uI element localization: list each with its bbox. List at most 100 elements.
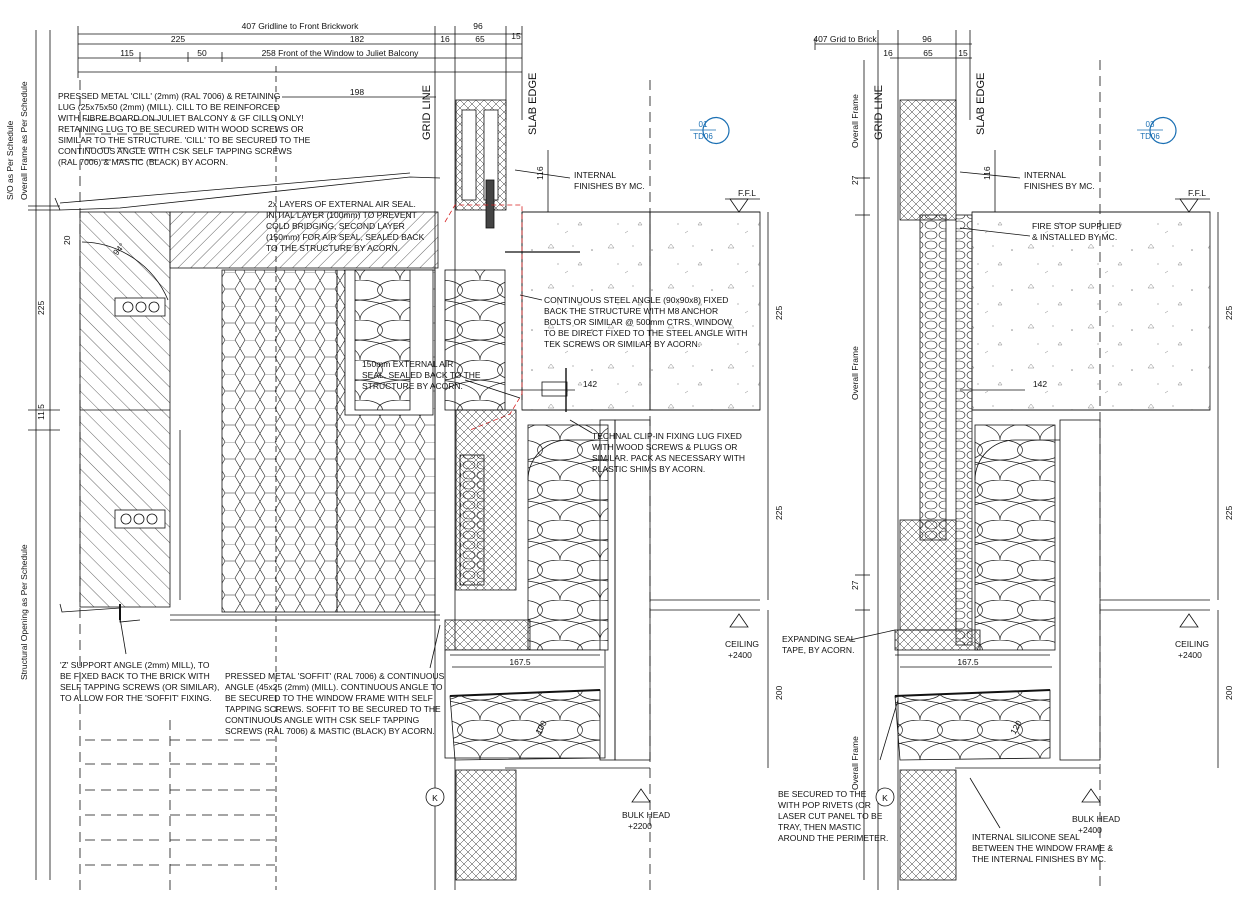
- svg-text:(RAL 7006) & MASTIC (BLACK) BY: (RAL 7006) & MASTIC (BLACK) BY ACORN.: [58, 157, 228, 167]
- svg-text:INTERNAL: INTERNAL: [1024, 170, 1066, 180]
- dim-v20: 20: [62, 235, 72, 245]
- so-schedule-label: S/O as Per Schedule: [5, 120, 15, 200]
- note-pop-rivets: BE SECURED TO THE WITH POP RIVETS (OR LA…: [778, 789, 888, 843]
- svg-text:EXPANDING SEAL: EXPANDING SEAL: [782, 634, 856, 644]
- left-ceiling: CEILING: [725, 639, 759, 649]
- right-overall-frame-c: Overall Frame: [850, 736, 860, 790]
- dim-225: 225: [171, 34, 185, 44]
- svg-text:LASER CUT PANEL TO BE: LASER CUT PANEL TO BE: [778, 811, 883, 821]
- dim-r96: 96: [922, 34, 932, 44]
- note-cill: PRESSED METAL 'CILL' (2mm) (RAL 7006) & …: [58, 91, 311, 167]
- svg-text:WITH FIBRE BOARD ON JULIET BAL: WITH FIBRE BOARD ON JULIET BALCONY & GF …: [58, 113, 304, 123]
- svg-text:FINISHES BY MC.: FINISHES BY MC.: [1024, 181, 1095, 191]
- right-ceiling-level: +2400: [1178, 650, 1202, 660]
- dim-50: 50: [197, 48, 207, 58]
- svg-text:PLASTIC SHIMS BY ACORN.: PLASTIC SHIMS BY ACORN.: [592, 464, 705, 474]
- right-bulkhead: BULK HEAD: [1072, 814, 1120, 824]
- svg-text:2x LAYERS OF EXTERNAL AIR SEAL: 2x LAYERS OF EXTERNAL AIR SEAL.: [268, 199, 416, 209]
- svg-text:& INSTALLED BY MC.: & INSTALLED BY MC.: [1032, 232, 1117, 242]
- left-grid-line-label: GRID LINE: [421, 85, 433, 140]
- dim-v200: 200: [774, 686, 784, 700]
- svg-text:TEK SCREWS OR SIMILAR BY ACORN: TEK SCREWS OR SIMILAR BY ACORN.: [544, 339, 700, 349]
- dim-r27a: 27: [850, 175, 860, 185]
- overall-frame-label: Overall Frame as Per Schedule: [19, 81, 29, 200]
- right-bulkhead-level: +2400: [1078, 825, 1102, 835]
- svg-text:SEAL, SEALED BACK TO THE: SEAL, SEALED BACK TO THE: [362, 370, 481, 380]
- right-tag-bottom: TD06: [1140, 132, 1160, 141]
- note-r-internal-finishes: INTERNAL FINISHES BY MC.: [1024, 170, 1095, 191]
- note-fire-stop: FIRE STOP SUPPLIED & INSTALLED BY MC.: [1032, 221, 1121, 242]
- right-detail: [814, 30, 1219, 890]
- dim-r15: 15: [958, 48, 968, 58]
- svg-text:PRESSED METAL 'CILL' (2mm) (RA: PRESSED METAL 'CILL' (2mm) (RAL 7006) & …: [58, 91, 280, 101]
- right-notes: INTERNAL FINISHES BY MC. FIRE STOP SUPPL…: [778, 170, 1121, 864]
- dim-r167: 167.5: [957, 657, 979, 667]
- dim-r142: 142: [1033, 379, 1047, 389]
- svg-text:CONTINUOUS ANGLE WITH CSK SELF: CONTINUOUS ANGLE WITH CSK SELF TAPPING: [225, 715, 419, 725]
- svg-text:CONTINUOUS ANGLE WITH CSK SELF: CONTINUOUS ANGLE WITH CSK SELF TAPPING S…: [58, 146, 292, 156]
- dim-r225b: 225: [1224, 506, 1234, 520]
- left-dimension-text: 407 Gridline to Front Brickwork 96 225 1…: [36, 21, 784, 736]
- svg-text:TO BE DIRECT FIXED TO THE STEE: TO BE DIRECT FIXED TO THE STEEL ANGLE WI…: [544, 328, 747, 338]
- right-overall-frame-b: Overall Frame: [850, 346, 860, 400]
- note-silicone: INTERNAL SILICONE SEAL BETWEEN THE WINDO…: [972, 832, 1113, 864]
- dim-v225c: 225: [36, 301, 46, 315]
- svg-text:150mm EXTERNAL AIR: 150mm EXTERNAL AIR: [362, 359, 453, 369]
- svg-text:PRESSED METAL 'SOFFIT' (RAL 70: PRESSED METAL 'SOFFIT' (RAL 7006) & CONT…: [225, 671, 445, 681]
- note-expanding: EXPANDING SEAL TAPE, BY ACORN.: [782, 634, 856, 655]
- dim-116: 116: [535, 166, 545, 180]
- note-z-support: 'Z' SUPPORT ANGLE (2mm) MILL), TO BE FIX…: [60, 660, 219, 703]
- note-soffit: PRESSED METAL 'SOFFIT' (RAL 7006) & CONT…: [225, 671, 445, 736]
- right-ffl: F.F.L: [1188, 188, 1206, 198]
- svg-text:INITIAL LAYER (100mm) TO PREVE: INITIAL LAYER (100mm) TO PREVENT: [266, 210, 417, 220]
- left-ceiling-level: +2400: [728, 650, 752, 660]
- left-tag-bottom: TD06: [693, 132, 713, 141]
- dim-182: 182: [350, 34, 364, 44]
- svg-text:WITH POP RIVETS (OR: WITH POP RIVETS (OR: [778, 800, 871, 810]
- svg-text:TO ALLOW FOR THE 'SOFFIT' FIXI: TO ALLOW FOR THE 'SOFFIT' FIXING.: [60, 693, 212, 703]
- svg-text:BACK THE STRUCTURE WITH M8 ANC: BACK THE STRUCTURE WITH M8 ANCHOR: [544, 306, 718, 316]
- svg-text:INTERNAL SILICONE SEAL: INTERNAL SILICONE SEAL: [972, 832, 1080, 842]
- dim-v225a: 225: [774, 306, 784, 320]
- dim-115: 115: [120, 48, 134, 58]
- dim-v225b: 225: [774, 506, 784, 520]
- note-ext-air-seal: 150mm EXTERNAL AIR SEAL, SEALED BACK TO …: [362, 359, 481, 391]
- svg-text:BETWEEN THE WINDOW FRAME &: BETWEEN THE WINDOW FRAME &: [972, 843, 1113, 853]
- svg-text:CONTINUOUS STEEL ANGLE (90x90x: CONTINUOUS STEEL ANGLE (90x90x8) FIXED: [544, 295, 728, 305]
- left-bulkhead-level: +2200: [628, 821, 652, 831]
- dim-r65: 65: [923, 48, 933, 58]
- dim-167: 167.5: [509, 657, 531, 667]
- dim-r200: 200: [1224, 686, 1234, 700]
- right-labels: GRID LINE SLAB EDGE Overall Frame Overal…: [850, 73, 1209, 835]
- left-tag-top: 01: [699, 120, 708, 129]
- dim-142: 142: [583, 379, 597, 389]
- dim-gridline-to-brick: 407 Gridline to Front Brickwork: [242, 21, 359, 31]
- left-ffl: F.F.L: [738, 188, 756, 198]
- right-tag-top: 03: [1146, 120, 1155, 129]
- note-internal-finishes: INTERNAL FINISHES BY MC.: [574, 170, 645, 191]
- svg-text:TAPE, BY ACORN.: TAPE, BY ACORN.: [782, 645, 854, 655]
- svg-text:'Z' SUPPORT ANGLE (2mm) MILL),: 'Z' SUPPORT ANGLE (2mm) MILL), TO: [60, 660, 210, 670]
- dim-198: 198: [350, 87, 364, 97]
- svg-text:BE FIXED BACK TO THE BRICK WIT: BE FIXED BACK TO THE BRICK WITH: [60, 671, 210, 681]
- svg-text:SCREWS (RAL 7006) & MASTIC (BL: SCREWS (RAL 7006) & MASTIC (BLACK) BY AC…: [225, 726, 435, 736]
- svg-text:ANGLE (45x25 (2mm) (MILL). CON: ANGLE (45x25 (2mm) (MILL). CONTINUOUS AN…: [225, 682, 443, 692]
- note-steel-angle: CONTINUOUS STEEL ANGLE (90x90x8) FIXED B…: [544, 295, 747, 349]
- right-overall-frame-a: Overall Frame: [850, 94, 860, 148]
- right-dimension-text: 407 Grid to Brick 96 16 65 15 116 142 16…: [813, 34, 1234, 736]
- svg-text:FIRE STOP SUPPLIED: FIRE STOP SUPPLIED: [1032, 221, 1121, 231]
- left-bulkhead: BULK HEAD: [622, 810, 670, 820]
- note-air-seal: 2x LAYERS OF EXTERNAL AIR SEAL. INITIAL …: [266, 199, 425, 253]
- left-detail-tag: 01 TD06: [690, 116, 730, 145]
- left-detail: [28, 26, 769, 890]
- right-ceiling: CEILING: [1175, 639, 1209, 649]
- dim-96: 96: [473, 21, 483, 31]
- dim-16: 16: [440, 34, 450, 44]
- left-slab-edge-label: SLAB EDGE: [527, 73, 539, 135]
- svg-text:BE SECURED TO THE: BE SECURED TO THE: [778, 789, 867, 799]
- dim-r16: 16: [883, 48, 893, 58]
- svg-text:INTERNAL: INTERNAL: [574, 170, 616, 180]
- left-notes: PRESSED METAL 'CILL' (2mm) (RAL 7006) & …: [58, 91, 747, 736]
- svg-text:BE SECURED TO THE WINDOW FRAME: BE SECURED TO THE WINDOW FRAME WITH SELF: [225, 693, 433, 703]
